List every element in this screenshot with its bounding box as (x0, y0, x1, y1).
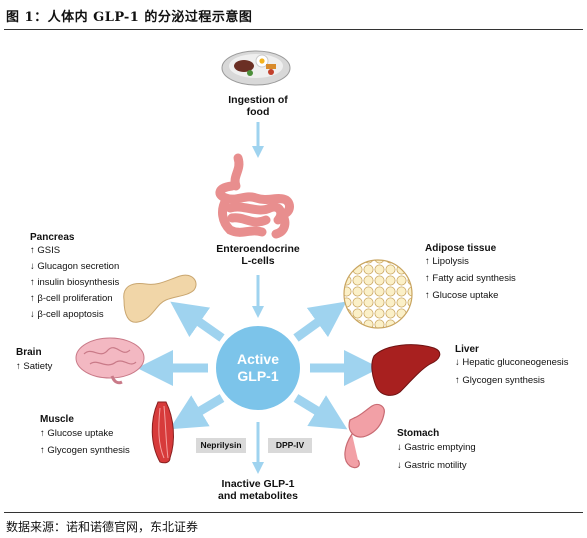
pancreas-icon (123, 274, 197, 323)
dppiv-label: DPP-IV (268, 438, 312, 453)
top-rule (4, 29, 583, 30)
intestine-icon (215, 153, 294, 239)
adipose-effects: Adipose tissue ↑ Lipolysis ↑ Fatty acid … (425, 243, 516, 301)
brain-icon (75, 337, 145, 385)
stomach-effects: Stomach ↓ Gastric emptying ↓ Gastric mot… (397, 428, 476, 471)
brain-effects: Brain ↑ Satiety (16, 347, 53, 372)
muscle-effects: Muscle ↑ Glucose uptake ↑ Glycogen synth… (40, 414, 130, 456)
liver-icon (371, 344, 441, 396)
food-plate-icon (221, 50, 291, 86)
radiating-arrows (137, 301, 380, 430)
source-note: 数据来源：诺和诺德官网，东北证券 (6, 520, 199, 534)
neprilysin-label: Neprilysin (196, 438, 246, 453)
figure-title: 图 1：人体内 GLP-1 的分泌过程示意图 (6, 10, 253, 25)
bottom-rule (4, 512, 583, 513)
adipose-icon (343, 259, 413, 329)
muscle-icon (151, 401, 174, 464)
pancreas-effects: Pancreas ↑ GSIS ↓ Glucagon secretion ↑ i… (30, 232, 120, 320)
liver-effects: Liver ↓ Hepatic gluconeogenesis ↑ Glycog… (455, 344, 569, 386)
stomach-icon (344, 403, 385, 469)
active-glp1-circle (216, 326, 300, 410)
